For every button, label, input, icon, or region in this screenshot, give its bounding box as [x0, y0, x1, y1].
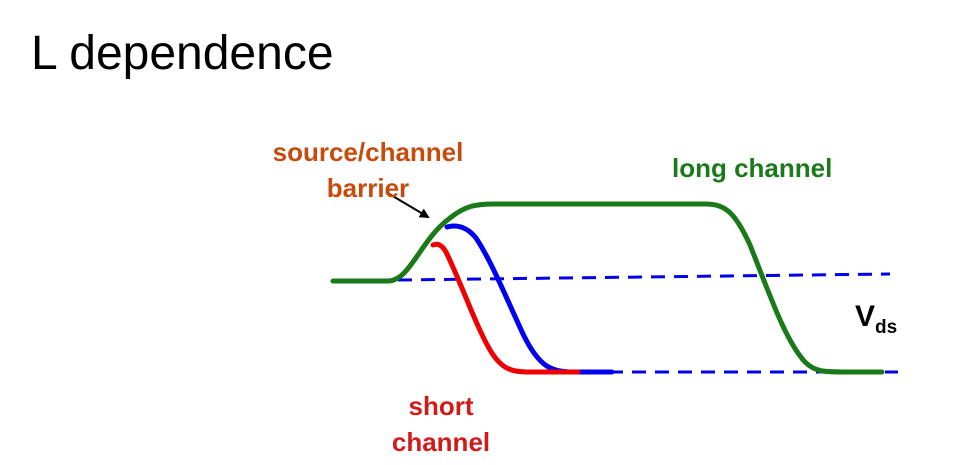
vds-subscript: ds: [875, 317, 898, 338]
medium-channel-curve: [444, 223, 615, 375]
vds-main: V: [855, 300, 876, 333]
barrier-pointer-arrow: [385, 191, 430, 219]
short-label-line1: short: [408, 391, 474, 421]
vds-label: Vds: [855, 300, 897, 339]
short-label-line2: channel: [391, 427, 491, 457]
barrier-label: source/channel barrier: [220, 134, 516, 206]
long-channel-label: long channel: [672, 153, 833, 183]
barrier-label-line1: source/channel: [272, 137, 464, 167]
short-channel-curve: [430, 241, 581, 375]
long-channel-curve: [330, 201, 885, 375]
short-channel-label: short channel: [356, 388, 526, 460]
barrier-label-line2: barrier: [326, 173, 410, 203]
source-level-dashed-line: [397, 272, 891, 282]
slide-title: L dependence: [31, 27, 334, 80]
